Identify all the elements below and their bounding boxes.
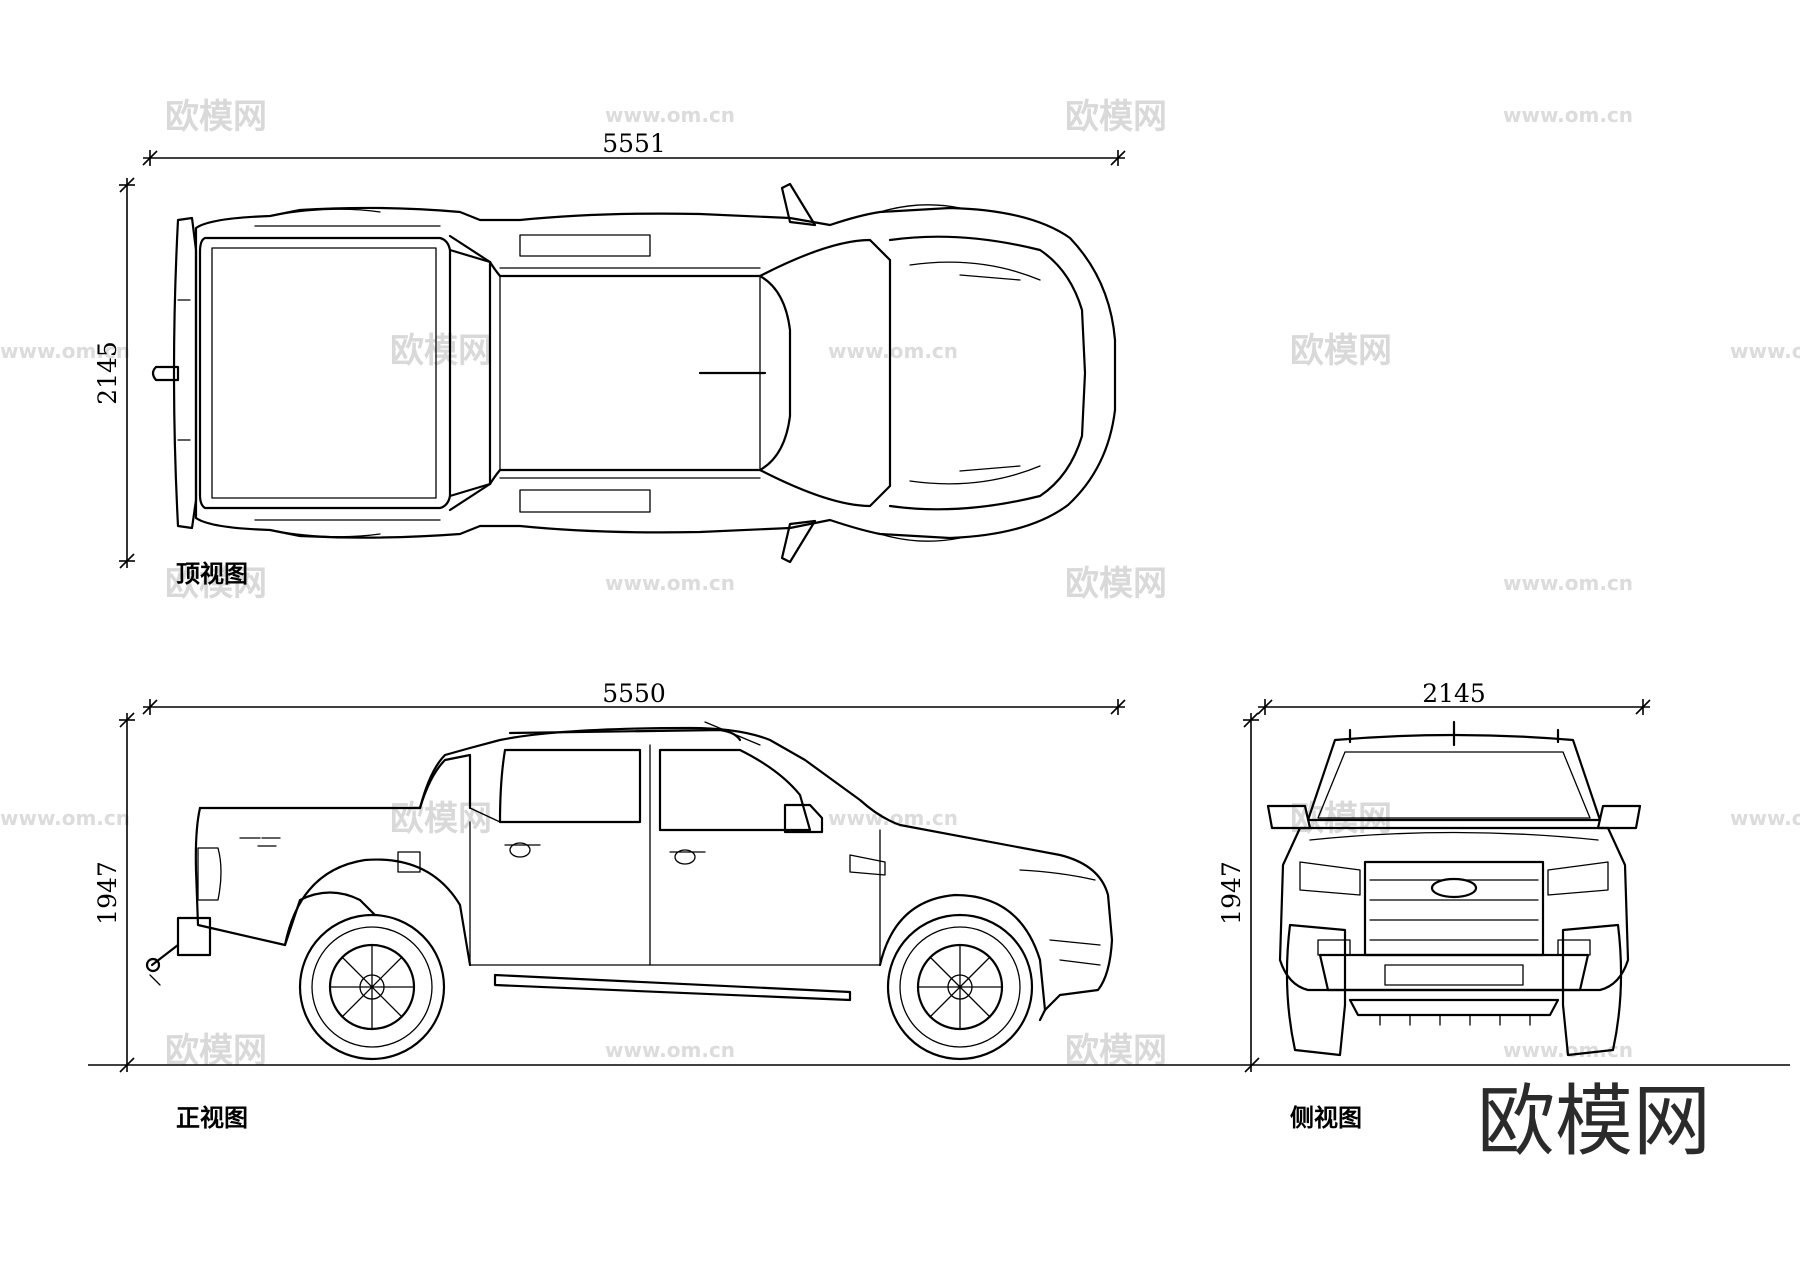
top-width-dimension: 2145 (93, 177, 135, 569)
watermark-text: 欧模网 (165, 564, 267, 604)
side-view: 5550 1947 (88, 679, 1790, 1132)
front-view: 2145 1947 (1217, 679, 1651, 1132)
top-view-vehicle (151, 182, 1117, 564)
front-view-label: 侧视图 (1290, 1103, 1362, 1132)
watermark-text: 欧模网 (1065, 564, 1167, 604)
front-height-value: 1947 (1217, 861, 1246, 925)
front-width-value: 2145 (1422, 679, 1486, 708)
watermark-layer: 欧模网 www.om.cn 欧模网 www.om.cn www.om.cn 欧模… (0, 97, 1800, 1071)
watermark-text: 欧模网 (1065, 97, 1167, 137)
watermark-url: www.om.cn (605, 103, 735, 127)
watermark-url: www.om.cn (605, 1038, 735, 1062)
side-view-label: 正视图 (176, 1103, 248, 1132)
top-view: 5551 2145 (93, 129, 1126, 588)
top-view-label: 顶视图 (176, 559, 248, 588)
top-length-value: 5551 (602, 129, 666, 158)
watermark-url: www.om.cn (1503, 571, 1633, 595)
side-length-value: 5550 (602, 679, 666, 708)
front-height-dimension: 1947 (1217, 712, 1259, 1072)
watermark-text: 欧模网 (1290, 331, 1392, 371)
watermark-url: www.om.cn (0, 339, 130, 363)
watermark-url: www.om.cn (828, 806, 958, 830)
watermark-url: www.om.cn (1730, 339, 1800, 363)
side-length-dimension: 5550 (142, 679, 1126, 715)
front-width-dimension: 2145 (1257, 679, 1651, 715)
watermark-url: www.om.cn (828, 339, 958, 363)
side-height-dimension: 1947 (93, 712, 135, 1072)
top-width-value: 2145 (93, 341, 122, 405)
watermark-url: www.om.cn (1503, 103, 1633, 127)
front-view-vehicle (1266, 720, 1642, 1057)
top-length-dimension: 5551 (142, 129, 1126, 166)
watermark-text: 欧模网 (165, 97, 267, 137)
watermark-url: www.om.cn (0, 806, 130, 830)
watermark-url: www.om.cn (1730, 806, 1800, 830)
watermark-url: www.om.cn (605, 571, 735, 595)
side-view-vehicle (145, 721, 1114, 1061)
watermark-text: 欧模网 (390, 799, 492, 839)
side-height-value: 1947 (93, 861, 122, 925)
brand-logo-text: 欧模网 (1477, 1077, 1711, 1167)
watermark-text: 欧模网 (390, 331, 492, 371)
